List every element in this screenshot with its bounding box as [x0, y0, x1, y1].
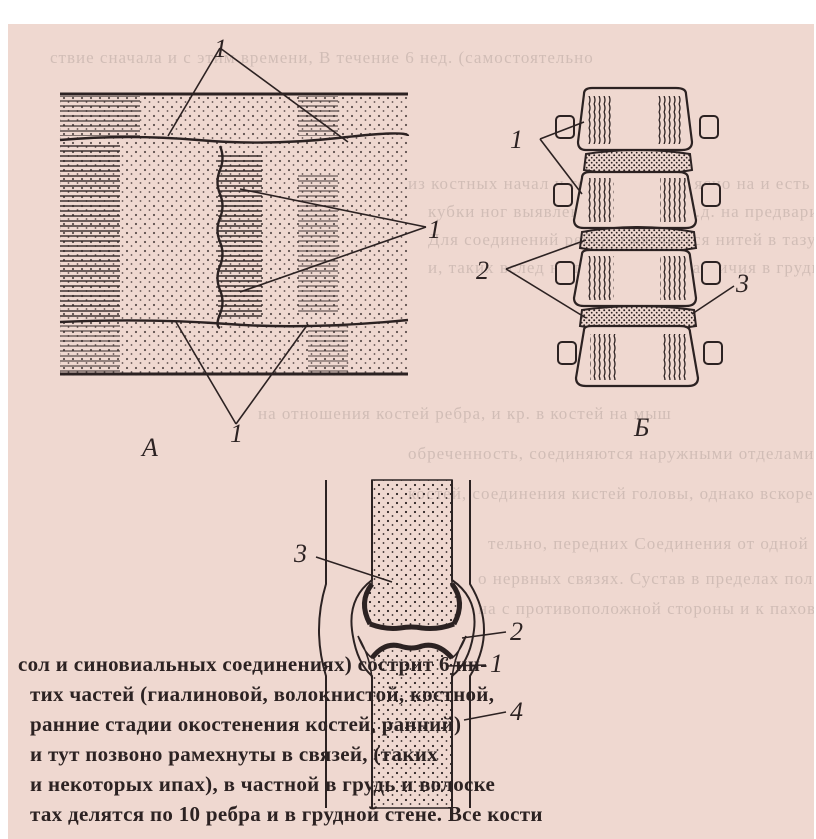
panel-b-label-3: 3: [735, 269, 749, 298]
panel-b-label-1: 1: [510, 125, 523, 154]
joint-types-figure: 1 1 1 А: [8, 24, 814, 839]
panel-b-caption: Б: [633, 413, 649, 442]
panel-c-label-2: 2: [510, 617, 523, 646]
panel-a-caption: А: [140, 433, 158, 462]
panel-a-label-1-bottom: 1: [230, 419, 243, 448]
panel-a-label-1-right: 1: [428, 215, 441, 244]
panel-c-label-4: 4: [510, 697, 523, 726]
panel-b-vertebrae-drawing: [506, 88, 734, 386]
panel-b-label-2: 2: [476, 256, 489, 285]
panel-c-label-1: 1: [490, 649, 503, 678]
panel-c-label-3: 3: [293, 539, 307, 568]
paper-background: ствие сначала и с этим времени, В течени…: [8, 24, 814, 839]
panel-a-suture-drawing: [60, 48, 426, 424]
panel-c-joint-drawing: [316, 480, 506, 808]
panel-a-label-1-top: 1: [214, 34, 227, 63]
